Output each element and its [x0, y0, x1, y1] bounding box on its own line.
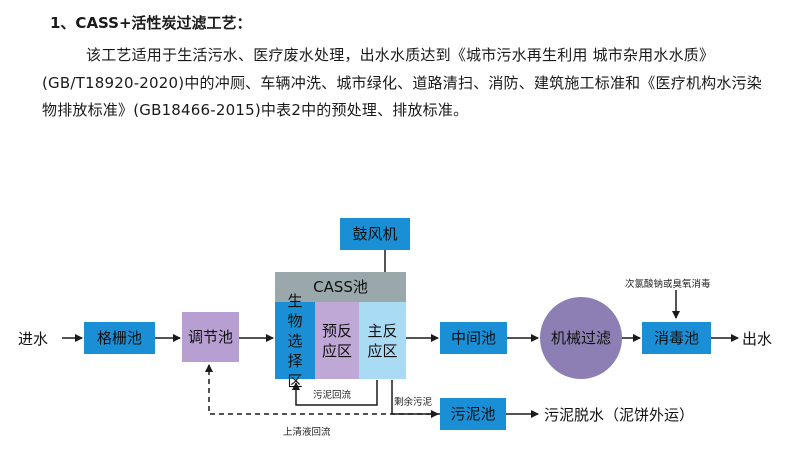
blower-box: 鼓风机	[340, 218, 410, 250]
arrow-sludge-return	[292, 380, 378, 406]
inlet-label: 进水	[18, 330, 49, 348]
section-heading: 1、CASS+活性炭过滤工艺：	[50, 14, 252, 32]
mechanical-filter: 机械过滤	[540, 297, 622, 379]
main-reaction-zone: 主反应区	[359, 302, 406, 379]
adjustment-tank: 调节池	[182, 312, 239, 362]
outlet-label: 出水	[742, 330, 773, 348]
screen-tank: 格栅池	[84, 322, 155, 354]
sludge-return-label: 污泥回流	[313, 390, 352, 401]
supernatant-return-label: 上清液回流	[283, 427, 331, 438]
disinfectant-note: 次氯酸钠或臭氧消毒	[625, 279, 711, 290]
sludge-tank: 污泥池	[440, 398, 506, 430]
pre-reaction-zone: 预反应区	[315, 302, 359, 379]
excess-sludge-label: 剩余污泥	[394, 397, 433, 408]
arrow-supernatant-return	[205, 364, 440, 415]
bio-selection-zone: 生物选择区	[275, 292, 315, 390]
intermediate-tank: 中间池	[440, 322, 507, 354]
sludge-dewatering-label: 污泥脱水（泥饼外运）	[544, 406, 695, 424]
cass-tank-header: CASS池	[275, 272, 406, 302]
description-paragraph: 该工艺适用于生活污水、医疗废水处理，出水水质达到《城市污水再生利用 城市杂用水水…	[42, 46, 762, 119]
disinfection-tank: 消毒池	[642, 322, 711, 354]
